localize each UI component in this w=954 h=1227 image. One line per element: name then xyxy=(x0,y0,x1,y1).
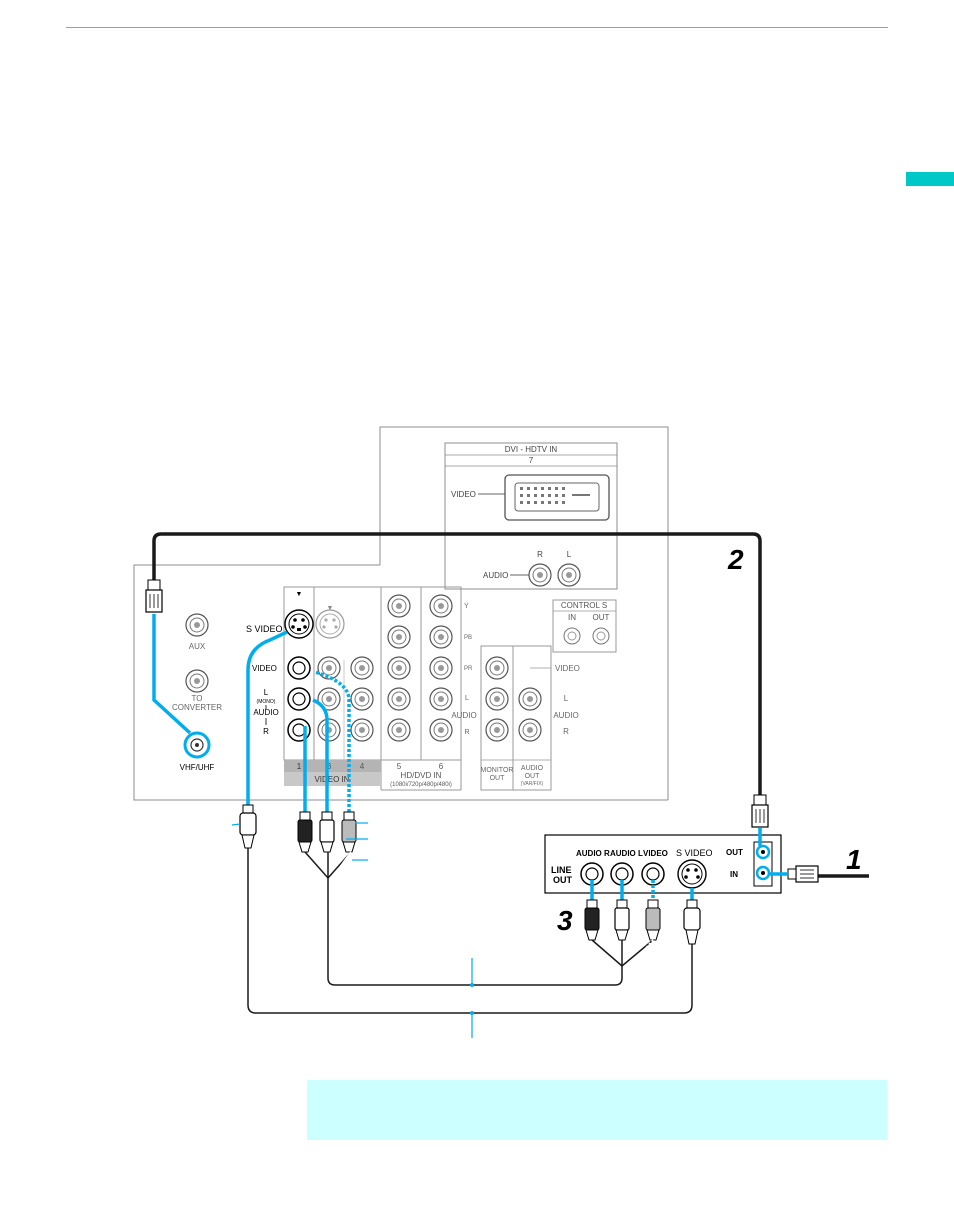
jack-1-label: 1 xyxy=(297,762,302,771)
dvi-title: DVI - HDTV IN xyxy=(505,445,558,454)
monitor-l-label: L xyxy=(564,694,569,703)
hd-audio-r-label: R xyxy=(464,729,469,736)
s-video-plug-vcr xyxy=(683,899,701,945)
dvi-audio-r-jack xyxy=(528,563,552,587)
vhf-uhf-label: VHF/UHF xyxy=(180,763,215,772)
vcr-video-label: VIDEO xyxy=(643,849,668,858)
video-label: VIDEO xyxy=(252,664,277,673)
antenna-in-plug xyxy=(787,865,819,883)
vcr-line-out-label: OUT xyxy=(553,875,573,885)
note-box xyxy=(307,1080,887,1140)
svideo-mark-1: ▼ xyxy=(296,591,303,598)
s-video-1-jack xyxy=(284,609,314,639)
av-cable xyxy=(304,851,654,986)
step-3-label: 3 xyxy=(557,905,573,936)
hd-dvd-in-label: HD/DVD IN xyxy=(401,771,442,780)
monitor-label: MONITOR xyxy=(481,767,514,774)
vcr-ant-in-jack xyxy=(755,865,771,881)
l-label: L xyxy=(264,688,269,697)
pb-label: PB xyxy=(464,635,472,641)
jack-4-label: 4 xyxy=(360,762,365,771)
rca-plug-l-tv xyxy=(319,811,335,853)
vcr-s-video-jack xyxy=(677,859,707,889)
s-video-label: S VIDEO xyxy=(246,624,283,634)
monitor-video-label: VIDEO xyxy=(555,664,580,673)
rca-plug-r-vcr xyxy=(584,899,600,941)
audio-out-label-2: OUT xyxy=(525,773,541,780)
converter-label: CONVERTER xyxy=(172,703,222,712)
vcr-audio-r-label: AUDIO R xyxy=(576,849,610,858)
dvi-l-label: L xyxy=(567,550,572,559)
control-s-out-label: OUT xyxy=(593,613,610,622)
audio-out-label-1: AUDIO xyxy=(521,765,544,772)
monitor-out-label: OUT xyxy=(490,775,506,782)
step-2-label: 2 xyxy=(727,544,744,575)
s-video-3-jack xyxy=(315,609,345,639)
tv-rear-panel: AUX TO CONVERTER VHF/UHF 1 3 4 VIDEO IN … xyxy=(133,564,668,801)
section-tab xyxy=(906,172,954,186)
hd-audio-label: AUDIO xyxy=(451,711,476,720)
to-converter-jack xyxy=(185,669,209,693)
jack-6-label: 6 xyxy=(439,762,444,771)
rca-plug-l-vcr xyxy=(614,899,630,941)
jack-5-label: 5 xyxy=(397,762,402,771)
to-label: TO xyxy=(192,694,203,703)
step-1-label: 1 xyxy=(846,844,862,875)
vcr-rear-panel: AUDIO R AUDIO L VIDEO S VIDEO LINE OUT O… xyxy=(544,834,782,894)
dvi-r-label: R xyxy=(537,550,543,559)
svideo-mark-3: ▼ xyxy=(327,605,334,612)
s-video-plug-tv xyxy=(239,804,257,849)
audio-out-label-3: (VAR/FIX) xyxy=(521,781,544,787)
vcr-line-label: LINE xyxy=(551,865,572,875)
jack-3-label: 3 xyxy=(327,762,332,771)
video-in-label: VIDEO IN xyxy=(314,775,349,784)
r-label: R xyxy=(263,727,269,736)
audio-l-1-jack xyxy=(287,687,311,711)
control-s-in-label: IN xyxy=(568,613,576,622)
top-rule xyxy=(66,27,888,28)
aux-jack xyxy=(185,613,209,637)
hd-audio-l-label: L xyxy=(465,695,469,702)
vhf-uhf-jack xyxy=(183,731,211,759)
aux-label: AUX xyxy=(189,642,206,651)
monitor-r-label: R xyxy=(563,727,569,736)
mono-label: (MONO) xyxy=(257,699,276,705)
vcr-s-video-label: S VIDEO xyxy=(676,848,713,858)
video-1-jack xyxy=(287,656,311,680)
vcr-audio-l-label: AUDIO L xyxy=(610,849,643,858)
rca-plug-video-tv xyxy=(341,811,357,853)
dvi-connector xyxy=(504,474,610,521)
rca-plug-r-tv xyxy=(297,811,313,853)
dvi-audio-l-jack xyxy=(557,563,581,587)
monitor-audio-label: AUDIO xyxy=(553,711,578,720)
hd-formats-label: (1080i/720p/480p/480i) xyxy=(390,782,452,788)
pr-label: PR xyxy=(464,666,473,672)
dvi-video-label: VIDEO xyxy=(451,490,476,499)
rca-plug-video-vcr xyxy=(645,899,661,941)
audio-label: AUDIO xyxy=(253,708,278,717)
antenna-plug-vcr xyxy=(751,794,769,828)
vcr-ant-out-jack xyxy=(755,844,771,860)
antenna-cable-vcr-to-tv xyxy=(152,532,762,795)
dvi-number: 7 xyxy=(529,456,534,465)
vcr-ant-in-label: IN xyxy=(730,870,738,879)
y-label: Y xyxy=(464,603,469,610)
vcr-ant-out-label: OUT xyxy=(726,848,743,857)
dvi-panel: DVI - HDTV IN 7 VIDEO AUDIO R L xyxy=(379,426,669,800)
control-s-label: CONTROL S xyxy=(561,601,607,610)
antenna-plug-tv xyxy=(145,579,163,613)
dvi-audio-label: AUDIO xyxy=(483,571,508,580)
